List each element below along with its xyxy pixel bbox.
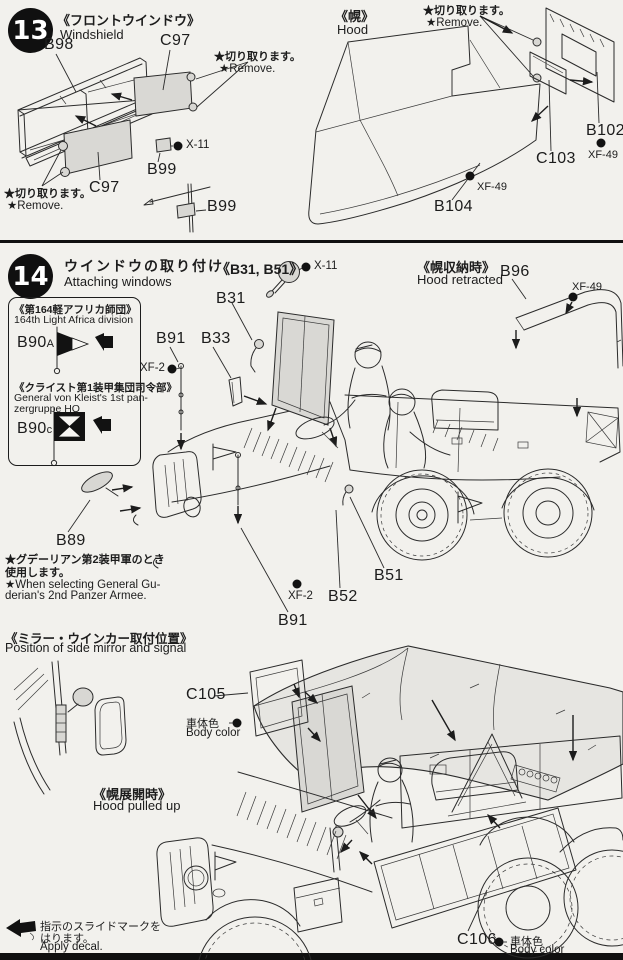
glass-c97-upper — [133, 71, 193, 117]
paint-dot-body-c106 — [494, 937, 504, 947]
callout-b31-b51: 《B31, B51》 — [216, 261, 304, 277]
apply-decal-arrow-icon — [6, 919, 36, 941]
step-13-title-en: Windshield — [60, 27, 124, 42]
upper-vehicle-illustration — [67, 278, 623, 613]
step-13-title-jp: 《フロントウインドウ》 — [57, 13, 201, 28]
part-label-b90a: B90A — [17, 334, 54, 352]
flagbox-division1-en: 164th Light Africa division — [14, 314, 134, 326]
paint-label-x11-s14: X-11 — [314, 260, 338, 272]
step-14-title-jp: ウインドウの取り付け — [64, 258, 224, 274]
b90a-suffix: A — [46, 338, 55, 350]
part-label-c106: C106 — [457, 931, 497, 948]
guderian-note-en2: derian's 2nd Panzer Armee. — [5, 590, 147, 602]
step-13-number: 13 — [12, 15, 49, 46]
guderian-note-en1: ★When selecting General Gu- — [5, 579, 161, 591]
hood-title-jp: 《幌》 — [335, 9, 375, 24]
apply-decal-jp2: はります。 — [40, 933, 94, 945]
part-label-c105: C105 — [186, 686, 226, 703]
part-label-b98: B98 — [44, 36, 74, 53]
step-13-badge: 13 — [8, 8, 53, 53]
flagbox-division2-jp: 《クライスト第1装甲集団司令部》 — [14, 382, 178, 394]
part-label-b52: B52 — [328, 588, 358, 605]
flag-b90c-drawing — [50, 407, 111, 467]
remove-note-jp-2: ★切り取ります。 — [4, 188, 91, 200]
paint-dot-x11-s13 — [173, 141, 183, 151]
step-14-number: 14 — [12, 261, 49, 292]
part-label-c103: C103 — [536, 150, 576, 167]
glass-c97-lower — [63, 119, 133, 175]
remove-note-jp-1: ★切り取ります。 — [214, 51, 301, 63]
hood-tarp-b104-drawing — [308, 7, 615, 225]
hood-remove-en: ★Remove. — [426, 17, 483, 29]
paint-label-xf2-left: XF-2 — [140, 362, 165, 374]
mirror-signal-closeup-drawing — [13, 660, 127, 795]
flagbox-division2-en1: General von Kleist's 1st pan- — [14, 392, 148, 404]
hood-retracted-jp: 《幌収納時》 — [417, 260, 496, 275]
part-label-b31: B31 — [216, 290, 246, 307]
part-label-b90c: B90c — [17, 420, 53, 438]
part-label-b99-bottom: B99 — [207, 198, 237, 215]
body-color-en-c106: Body color — [510, 944, 565, 956]
paint-dot-xf49-b102 — [596, 138, 606, 148]
part-label-b99-top: B99 — [147, 161, 177, 178]
paint-label-xf2-right: XF-2 — [288, 590, 313, 602]
hood-pulled-en: Hood pulled up — [93, 798, 181, 813]
hood-retracted-en: Hood retracted — [417, 272, 503, 287]
paint-dot-body-c105 — [232, 718, 242, 728]
windshield-frame-b98-drawing — [17, 49, 249, 233]
paint-dot-x11-s14 — [301, 262, 311, 272]
lower-vehicle-illustration — [156, 645, 623, 960]
flagbox-division1-jp: 《第164軽アフリカ師団》 — [14, 304, 137, 316]
body-color-en-c105: Body color — [186, 727, 241, 739]
flag-b90a-drawing — [53, 326, 113, 375]
mirror-magnified-icon — [266, 261, 300, 298]
body-color-jp-c106: 車体色 — [510, 936, 543, 948]
mirror-position-en: Position of side mirror and signal — [5, 641, 187, 655]
paint-dot-xf49-b96 — [568, 292, 578, 302]
part-label-b33: B33 — [201, 330, 231, 347]
part-label-c97-bottom: C97 — [89, 179, 120, 196]
b90a-base: B90 — [17, 334, 47, 351]
step-14-badge: 14 — [8, 254, 53, 299]
part-label-c97-top: C97 — [160, 32, 191, 49]
mirror-position-jp: 《ミラー・ウインカー取付位置》 — [5, 632, 193, 646]
section-divider — [0, 240, 623, 243]
hood-remove-jp: ★切り取ります。 — [423, 5, 510, 17]
paint-callout-dots — [167, 138, 606, 947]
remove-note-en-2: ★Remove. — [7, 200, 64, 212]
paint-dot-xf2-left — [167, 364, 177, 374]
apply-decal-jp1: 指示のスライドマークを — [40, 921, 161, 933]
hood-title-en: Hood — [337, 22, 369, 37]
paint-label-xf49-b104: XF-49 — [477, 181, 507, 193]
paint-label-x11-s13: X-11 — [186, 139, 210, 151]
part-label-b89: B89 — [56, 532, 86, 549]
hood-pulled-jp: 《幌展開時》 — [93, 787, 172, 802]
paint-label-xf49-b96: XF-49 — [572, 281, 602, 293]
part-label-b104: B104 — [434, 198, 473, 215]
step-14-title-en: Attaching windows — [64, 274, 172, 289]
part-label-b91-left: B91 — [156, 330, 186, 347]
remove-note-en-1: ★Remove. — [219, 63, 276, 75]
guderian-note-jp1: ★グデーリアン第2装甲軍のとき — [5, 554, 165, 566]
paint-label-xf49-b102: XF-49 — [588, 149, 618, 161]
bottom-border — [0, 953, 623, 960]
body-color-jp-c105: 車体色 — [186, 718, 219, 730]
b90c-base: B90 — [17, 420, 47, 437]
part-label-b91-right: B91 — [278, 612, 308, 629]
paint-dot-xf49-b104 — [465, 171, 475, 181]
part-label-b96: B96 — [500, 263, 530, 280]
guderian-note-jp2: 使用します。 — [5, 567, 70, 579]
flagbox-division2-en2: zergruppe HQ — [14, 403, 80, 415]
flag-info-box — [8, 297, 141, 466]
b90c-suffix: c — [46, 424, 53, 436]
part-label-b102: B102 — [586, 122, 623, 139]
part-label-b51: B51 — [374, 567, 404, 584]
apply-decal-en: Apply decal. — [40, 941, 103, 953]
paint-dot-xf2-right — [292, 579, 302, 589]
